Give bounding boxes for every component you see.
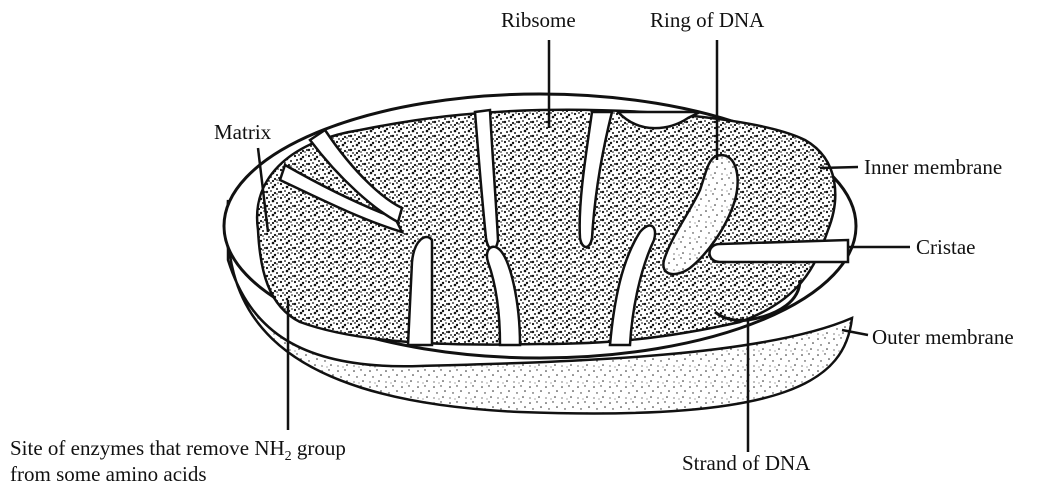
label-ring-of-dna: Ring of DNA	[650, 8, 765, 32]
enzyme-site-subscript: 2	[285, 449, 292, 464]
enzyme-site-text-b: group	[292, 436, 346, 460]
inner-matrix-shape	[257, 110, 835, 345]
enzyme-site-text-a: Site of enzymes that remove NH	[10, 436, 285, 460]
label-cristae: Cristae	[916, 235, 975, 259]
label-strand-of-dna: Strand of DNA	[682, 451, 811, 475]
label-outer-membrane: Outer membrane	[872, 325, 1014, 349]
label-inner-membrane: Inner membrane	[864, 155, 1002, 179]
label-matrix: Matrix	[214, 120, 272, 144]
label-enzyme-site-line2: from some amino acids	[10, 462, 207, 486]
label-ribosome: Ribsome	[501, 8, 576, 32]
label-enzyme-site-line1: Site of enzymes that remove NH2 group	[10, 436, 346, 464]
